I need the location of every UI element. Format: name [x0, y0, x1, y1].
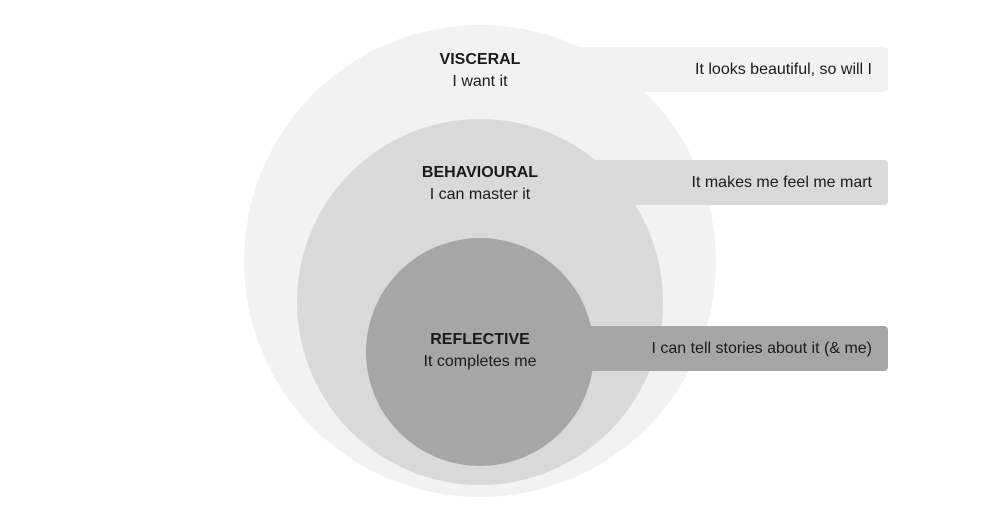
reflective-label: REFLECTIVE It completes me [380, 329, 580, 373]
visceral-subtitle: I want it [452, 73, 508, 90]
behavioural-callout-text: It makes me feel me mart [691, 173, 873, 191]
behavioural-title: BEHAVIOURAL [421, 164, 539, 181]
reflective-title: REFLECTIVE [430, 331, 530, 348]
visceral-callout-text: It looks beautiful, so will I [695, 60, 872, 78]
reflective-circle [366, 238, 594, 466]
visceral-title: VISCERAL [439, 51, 521, 68]
behavioural-subtitle: I can master it [429, 186, 531, 203]
reflective-callout-text: I can tell stories about it (& me) [651, 339, 872, 357]
reflective-callout: I can tell stories about it (& me) [570, 326, 888, 371]
visceral-label: VISCERAL I want it [380, 49, 580, 93]
behavioural-label: BEHAVIOURAL I can master it [380, 162, 580, 206]
reflective-subtitle: It completes me [423, 353, 537, 370]
behavioural-callout: It makes me feel me mart [590, 160, 888, 205]
